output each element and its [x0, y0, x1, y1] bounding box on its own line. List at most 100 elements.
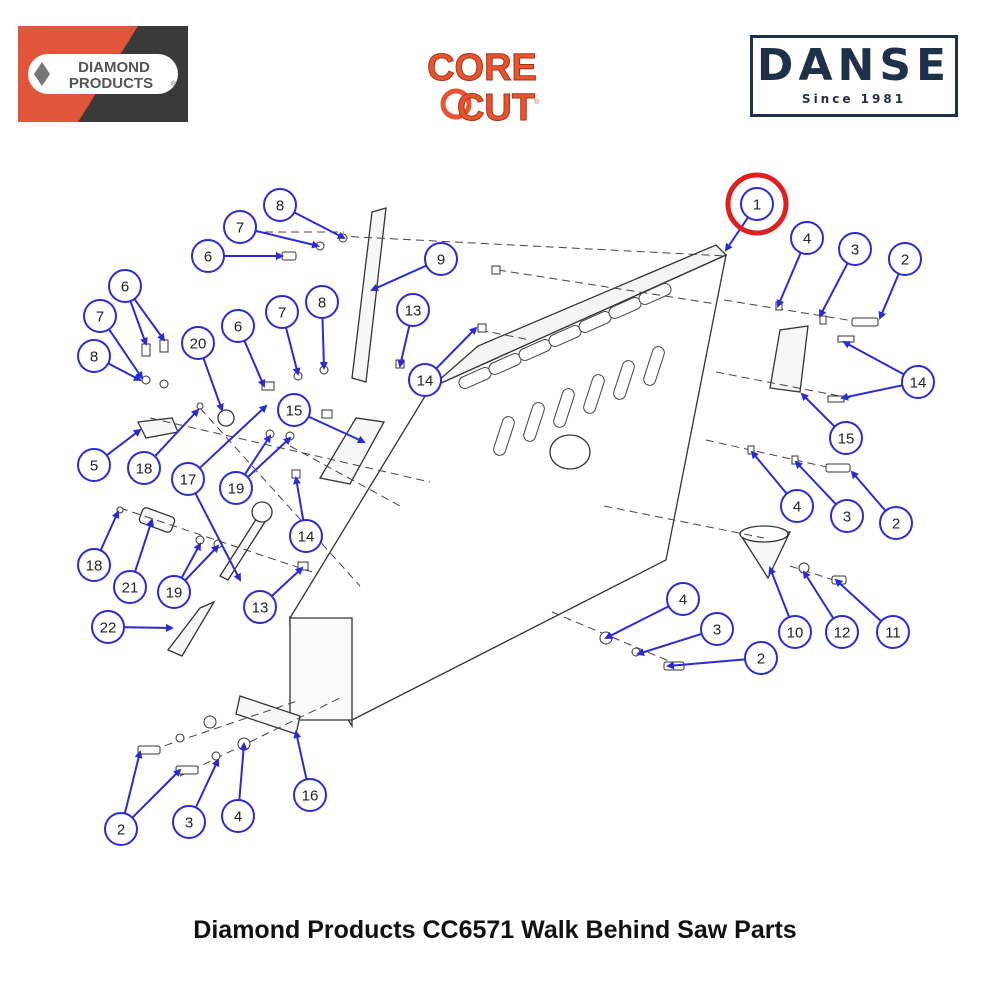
callout-number: 14: [417, 373, 434, 390]
callout-leader-arrow: [134, 518, 154, 573]
callout-number: 12: [834, 625, 851, 642]
vent-slot: [493, 416, 515, 456]
callout-part-4: 4: [666, 582, 700, 616]
corecut-logo-line1: CORE: [427, 47, 537, 89]
callout-part-8: 8: [263, 188, 297, 222]
callout-circle: [700, 612, 734, 646]
callout-part-3: 3: [172, 805, 206, 839]
callout-part-1: 1: [725, 172, 789, 236]
fastener: [297, 561, 309, 571]
callout-circle: [424, 242, 458, 276]
part-5-hinge: [137, 417, 179, 439]
diamond-gem-icon: [34, 62, 50, 86]
assembly-line: [551, 611, 677, 665]
fastener: [631, 647, 641, 657]
corecut-logo-line2: CUT: [457, 87, 535, 128]
callout-leader-arrow: [247, 436, 292, 478]
callout-part-12: 12: [825, 615, 859, 649]
callout-number: 13: [252, 600, 269, 617]
callout-number: 4: [234, 809, 242, 826]
callout-number: 3: [843, 509, 851, 526]
danse-logo-since: Since 1981: [801, 92, 907, 106]
callout-circle: [91, 610, 125, 644]
callout-circle: [277, 393, 311, 427]
callout-part-6: 6: [108, 269, 142, 303]
fastener: [175, 733, 185, 743]
callout-part-6: 6: [191, 239, 225, 273]
callout-part-5: 5: [77, 448, 111, 482]
fastener: [141, 343, 151, 357]
callout-number: 13: [405, 303, 422, 320]
danse-logo-name: DANSE: [756, 40, 952, 91]
vent-slot: [553, 388, 575, 428]
fastener: [211, 751, 221, 761]
fastener: [196, 402, 204, 410]
callout-part-2: 2: [104, 812, 138, 846]
assembly-line: [139, 699, 301, 755]
callout-leader-arrow: [243, 340, 266, 388]
callout-part-7: 7: [223, 210, 257, 244]
callout-part-2: 2: [888, 242, 922, 276]
callout-part-4: 4: [780, 489, 814, 523]
callout-circle: [293, 778, 327, 812]
assembly-line: [199, 407, 361, 587]
callout-circle: [825, 615, 859, 649]
callout-circle: [77, 339, 111, 373]
callout-leader-arrow: [180, 542, 201, 579]
callout-part-20: 20: [181, 326, 215, 360]
callout-number: 18: [86, 558, 103, 575]
assembly-line: [789, 565, 847, 585]
callout-leader-arrow: [842, 341, 905, 376]
callout-leader-arrow: [308, 415, 366, 444]
callout-leader-arrow: [108, 328, 144, 380]
callout-part-10: 10: [778, 615, 812, 649]
fastener: [203, 715, 217, 729]
callout-circle: [305, 285, 339, 319]
callout-leader-arrow: [397, 325, 411, 368]
callout-leader-arrow: [319, 317, 328, 370]
callout-circle: [740, 187, 774, 221]
callout-number: 2: [901, 252, 909, 269]
fastener: [291, 469, 301, 479]
fastener: [159, 339, 169, 353]
fastener: [159, 379, 169, 389]
callout-part-21: 21: [113, 570, 147, 604]
callout-number: 3: [185, 815, 193, 832]
callout-number: 19: [228, 481, 245, 498]
callout-circle: [396, 293, 430, 327]
callout-number: 8: [90, 349, 98, 366]
callout-leader-arrow: [123, 750, 143, 814]
callout-circle: [77, 548, 111, 582]
callout-leader-arrow: [750, 450, 788, 495]
callout-leader-arrow: [194, 492, 241, 582]
callout-part-9: 9: [424, 242, 458, 276]
callout-number: 21: [122, 580, 139, 597]
callout-number: 11: [885, 625, 901, 642]
callout-number: 6: [204, 249, 212, 266]
callout-circle: [219, 471, 253, 505]
callout-number: 4: [793, 499, 801, 516]
callout-circle: [790, 221, 824, 255]
callout-leader-arrow: [271, 566, 304, 597]
callout-leader-arrow: [636, 632, 703, 657]
callout-part-2: 2: [744, 641, 778, 675]
callout-circle: [221, 799, 255, 833]
callout-circle: [113, 570, 147, 604]
diamond-logo-line1: DIAMOND: [78, 59, 150, 76]
callout-part-13: 13: [396, 293, 430, 327]
callout-leader-arrow: [819, 262, 849, 318]
callout-number: 10: [787, 625, 804, 642]
part-15-right-handle: [769, 325, 809, 393]
fastener: [137, 745, 161, 755]
vent-slots: [458, 283, 672, 456]
callout-part-8: 8: [77, 339, 111, 373]
callout-part-3: 3: [700, 612, 734, 646]
callout-leader-arrow: [850, 470, 887, 512]
part-21-latch: [138, 507, 176, 533]
callout-part-18: 18: [127, 451, 161, 485]
callout-circle: [265, 295, 299, 329]
callout-circle: [289, 519, 323, 553]
callout-number: 3: [851, 242, 859, 259]
part-10-cone-rim: [739, 525, 789, 543]
callout-number: 1: [753, 197, 761, 214]
